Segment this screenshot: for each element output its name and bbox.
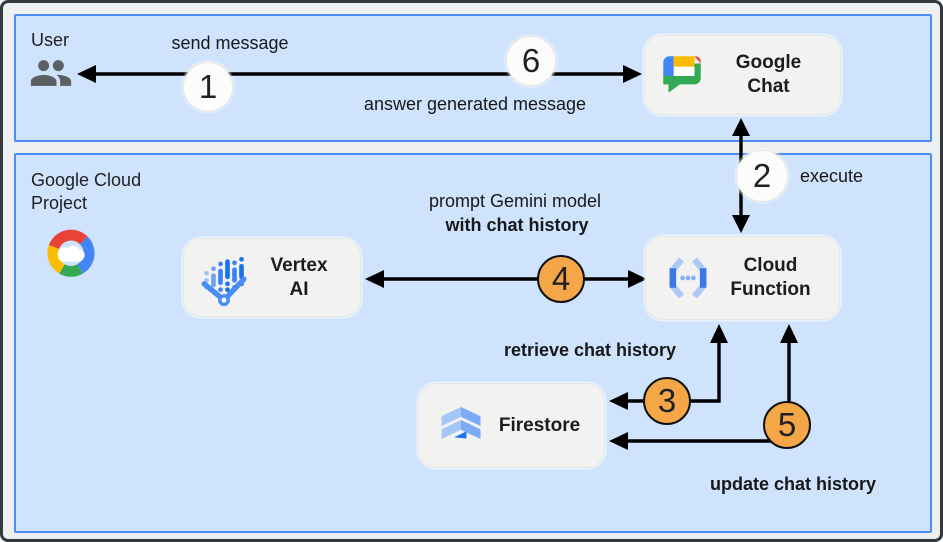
node-vertex-ai-line2: AI xyxy=(289,278,309,300)
node-google-chat-label: Google Chat xyxy=(707,51,830,99)
cloud-zone-label-line1: Google Cloud xyxy=(31,170,142,190)
node-cloud-function: Cloud Function xyxy=(645,236,840,320)
node-cloud-function-line1: Cloud xyxy=(743,255,798,276)
label-answer-generated-message: answer generated message xyxy=(363,94,587,114)
step-badge-4-number: 4 xyxy=(551,260,571,297)
label-with-chat-history: with chat history xyxy=(445,215,589,235)
step-badge-6-number: 6 xyxy=(521,42,541,79)
node-google-chat-line2: Chat xyxy=(747,76,790,97)
step-badge-5: 5 xyxy=(763,401,811,449)
node-firestore-label: Firestore xyxy=(498,414,581,436)
node-vertex-ai: Vertex AI xyxy=(183,238,361,317)
label-update-chat-history: update chat history xyxy=(709,474,877,494)
label-execute: execute xyxy=(800,166,864,186)
user-zone-label: User xyxy=(31,30,70,50)
cloud-functions-icon xyxy=(662,252,714,304)
node-vertex-ai-label: Vertex AI xyxy=(252,254,346,302)
label-retrieve-chat-history: retrieve chat history xyxy=(503,340,677,360)
step-badge-2: 2 xyxy=(736,150,788,202)
label-send-message: send message xyxy=(171,33,289,53)
google-cloud-logo xyxy=(39,223,103,286)
cloud-zone-label-line2: Project xyxy=(31,193,88,213)
node-cloud-function-line2: Function xyxy=(730,279,811,300)
google-chat-logo xyxy=(657,50,707,100)
step-badge-5-number: 5 xyxy=(777,406,797,443)
step-badge-3-number: 3 xyxy=(657,382,677,419)
people-icon xyxy=(29,51,73,100)
node-firestore: Firestore xyxy=(418,383,605,468)
step-badge-1: 1 xyxy=(183,62,233,112)
firestore-icon xyxy=(435,400,487,452)
vertex-ai-icon xyxy=(196,250,252,306)
step-badge-4: 4 xyxy=(537,255,585,303)
step-badge-2-number: 2 xyxy=(752,157,772,194)
cloud-zone-label: Google Cloud Project xyxy=(31,169,141,215)
node-vertex-ai-line1: Vertex xyxy=(270,254,328,276)
node-cloud-function-label: Cloud Function xyxy=(714,254,827,302)
step-badge-6: 6 xyxy=(506,36,556,86)
label-prompt-gemini-model: prompt Gemini model xyxy=(428,191,602,211)
node-google-chat: Google Chat xyxy=(644,35,841,115)
step-badge-1-number: 1 xyxy=(198,68,218,105)
step-badge-3: 3 xyxy=(643,377,691,425)
node-google-chat-line1: Google xyxy=(735,52,802,73)
